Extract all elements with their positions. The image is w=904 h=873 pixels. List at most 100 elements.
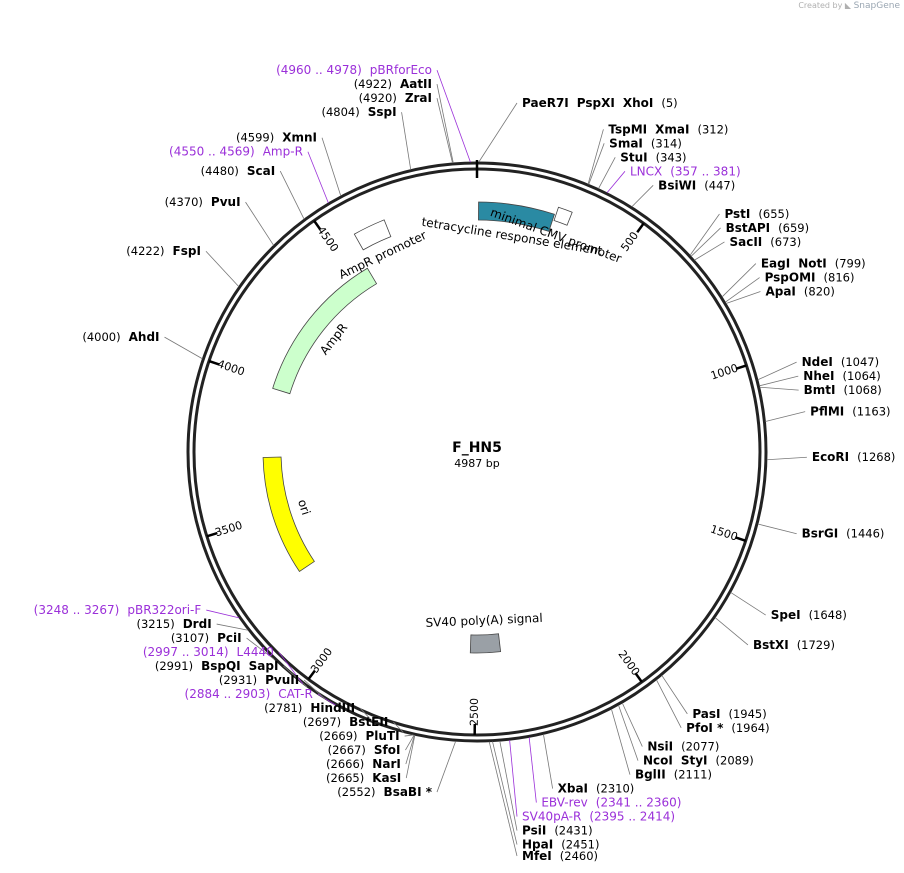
feature-ori[interactable] <box>262 456 315 573</box>
site-ampr[interactable]: (4550 .. 4569)Amp-R <box>169 145 303 159</box>
leader-hpai <box>492 741 518 845</box>
site-sspi[interactable]: (4804)SspI <box>321 105 396 119</box>
site-zrai[interactable]: (4920)ZraI <box>359 91 432 105</box>
site-l4440[interactable]: (2997 .. 3014)L4440 <box>143 645 274 659</box>
feature-tetracycline-response-element[interactable] <box>478 201 555 232</box>
site-pos: (2666) <box>326 757 364 771</box>
site-apai[interactable]: ApaI(820) <box>765 285 834 299</box>
site-drdi[interactable]: (3215)DrdI <box>136 617 211 631</box>
site-pfoi[interactable]: PfoI *(1964) <box>686 721 769 735</box>
site-hpai[interactable]: HpaI(2451) <box>522 838 599 852</box>
leader-nari <box>405 735 415 765</box>
snapgene-logo-icon: ◣ <box>844 1 852 10</box>
site-pflmi[interactable]: PflMI (1163) <box>810 405 890 419</box>
site-ebvrev[interactable]: EBV-rev(2341 .. 2360) <box>541 796 681 810</box>
feature-minimal-cmv-promoter[interactable] <box>553 206 573 226</box>
site-ahdi[interactable]: (4000)AhdI <box>82 330 159 344</box>
site-pos: (673) <box>770 235 801 249</box>
site-pos: (1648) <box>809 608 847 622</box>
site-pos: (4000) <box>82 330 120 344</box>
site-psii[interactable]: PsiI(2431) <box>522 824 593 838</box>
site-pvui[interactable]: (4370)PvuI <box>165 195 241 209</box>
site-smai[interactable]: SmaI(314) <box>609 136 682 150</box>
site-bstxi[interactable]: BstXI(1729) <box>753 638 835 652</box>
site-name: TspMI <box>608 122 647 136</box>
site-xbai[interactable]: XbaI(2310) <box>558 782 635 796</box>
site-nsii[interactable]: NsiI(2077) <box>647 740 719 754</box>
site-stui[interactable]: StuI(343) <box>620 150 686 164</box>
site-sacii[interactable]: SacII(673) <box>729 235 801 249</box>
site-ecori[interactable]: EcoRI(1268) <box>812 450 896 464</box>
site-pos: (343) <box>656 150 687 164</box>
site-sfoi[interactable]: (2667)SfoI <box>328 743 401 757</box>
leader-zrai <box>436 98 453 164</box>
leader-pvui <box>245 201 274 246</box>
site-name: PvuII <box>265 673 299 687</box>
site-pos: (1163) <box>852 405 890 419</box>
site-pos: (2460) <box>560 849 598 863</box>
site-pluti[interactable]: (2669)PluTI <box>319 729 399 743</box>
site-pos: (1068) <box>844 383 882 397</box>
site-mfei[interactable]: MfeI(2460) <box>522 849 598 863</box>
site-bmti[interactable]: BmtI(1068) <box>804 383 882 397</box>
snapgene-credit: Created by ◣ SnapGene <box>798 1 900 11</box>
leader-bsiwi <box>631 185 654 208</box>
site-xmni[interactable]: (4599)XmnI <box>236 131 317 145</box>
site-lncx[interactable]: LNCX(357 .. 381) <box>630 164 741 178</box>
site-pbrforeco[interactable]: (4960 .. 4978)pBRforEco <box>276 63 432 77</box>
site-name: BstAPI <box>726 221 771 235</box>
feature-ampr-promoter[interactable] <box>353 219 392 251</box>
site-bglii[interactable]: BglII (2111) <box>635 768 712 782</box>
site-kasi[interactable]: (2665)KasI <box>326 771 401 785</box>
site-catr[interactable]: (2884 .. 2903)CAT-R <box>185 687 313 701</box>
site-pos: (1268) <box>857 450 895 464</box>
site-bsrgi[interactable]: BsrGI(1446) <box>802 527 885 541</box>
site-sv40par[interactable]: SV40pA-R(2395 .. 2414) <box>522 810 675 824</box>
leader-ahdi <box>164 336 203 360</box>
site-name: Amp-R <box>263 145 303 159</box>
feature-ampr[interactable] <box>272 267 378 395</box>
site-name: BglII <box>635 768 666 782</box>
site-pos: (2111) <box>674 768 712 782</box>
site-aatii[interactable]: (4922)AatII <box>354 77 432 91</box>
site-nhei[interactable]: NheI(1064) <box>803 369 880 383</box>
site-spei[interactable]: SpeI(1648) <box>771 608 847 622</box>
site-pos: (2697) <box>303 715 341 729</box>
site-extra-1: XhoI <box>623 96 654 110</box>
leader-xbai <box>543 734 554 789</box>
site-name: ScaI <box>247 164 275 178</box>
leader-sfoi <box>405 734 415 751</box>
site-bsabi[interactable]: (2552)BsaBI * <box>337 785 432 799</box>
feature-sv40-poly-a-signal[interactable] <box>469 633 502 654</box>
site-fspi[interactable]: (4222)FspI <box>126 244 201 258</box>
site-bsiwi[interactable]: BsiWI(447) <box>658 178 735 192</box>
site-name: DrdI <box>183 617 212 631</box>
site-pspomi[interactable]: PspOMI(816) <box>765 271 855 285</box>
site-name: PflMI <box>810 405 844 419</box>
site-hindiii[interactable]: (2781)HindIII <box>264 701 355 715</box>
site-psti[interactable]: PstI(655) <box>724 207 789 221</box>
site-pos: (799) <box>835 257 866 271</box>
site-name: PluTI <box>366 729 400 743</box>
site-name: FspI <box>173 244 201 258</box>
leader-mfei <box>488 741 518 857</box>
site-nari[interactable]: (2666)NarI <box>326 757 401 771</box>
site-pasi[interactable]: PasI(1945) <box>692 707 766 721</box>
site-bstapi[interactable]: BstAPI(659) <box>726 221 810 235</box>
site-scai[interactable]: (4480)ScaI <box>201 164 276 178</box>
leader-tspmi <box>587 129 604 185</box>
site-name: XmnI <box>282 131 317 145</box>
site-pbr322orif[interactable]: (3248 .. 3267)pBR322ori-F <box>34 603 202 617</box>
site-pvuii[interactable]: (2931) PvuII <box>219 673 299 687</box>
site-pos: (2931) <box>219 673 257 687</box>
site-pcii[interactable]: (3107)PciI <box>171 631 242 645</box>
leader-pspomi <box>725 277 760 303</box>
site-ndei[interactable]: NdeI(1047) <box>802 355 880 369</box>
leader-apai <box>725 291 761 304</box>
site-bsteii[interactable]: (2697)BstEII <box>303 715 388 729</box>
